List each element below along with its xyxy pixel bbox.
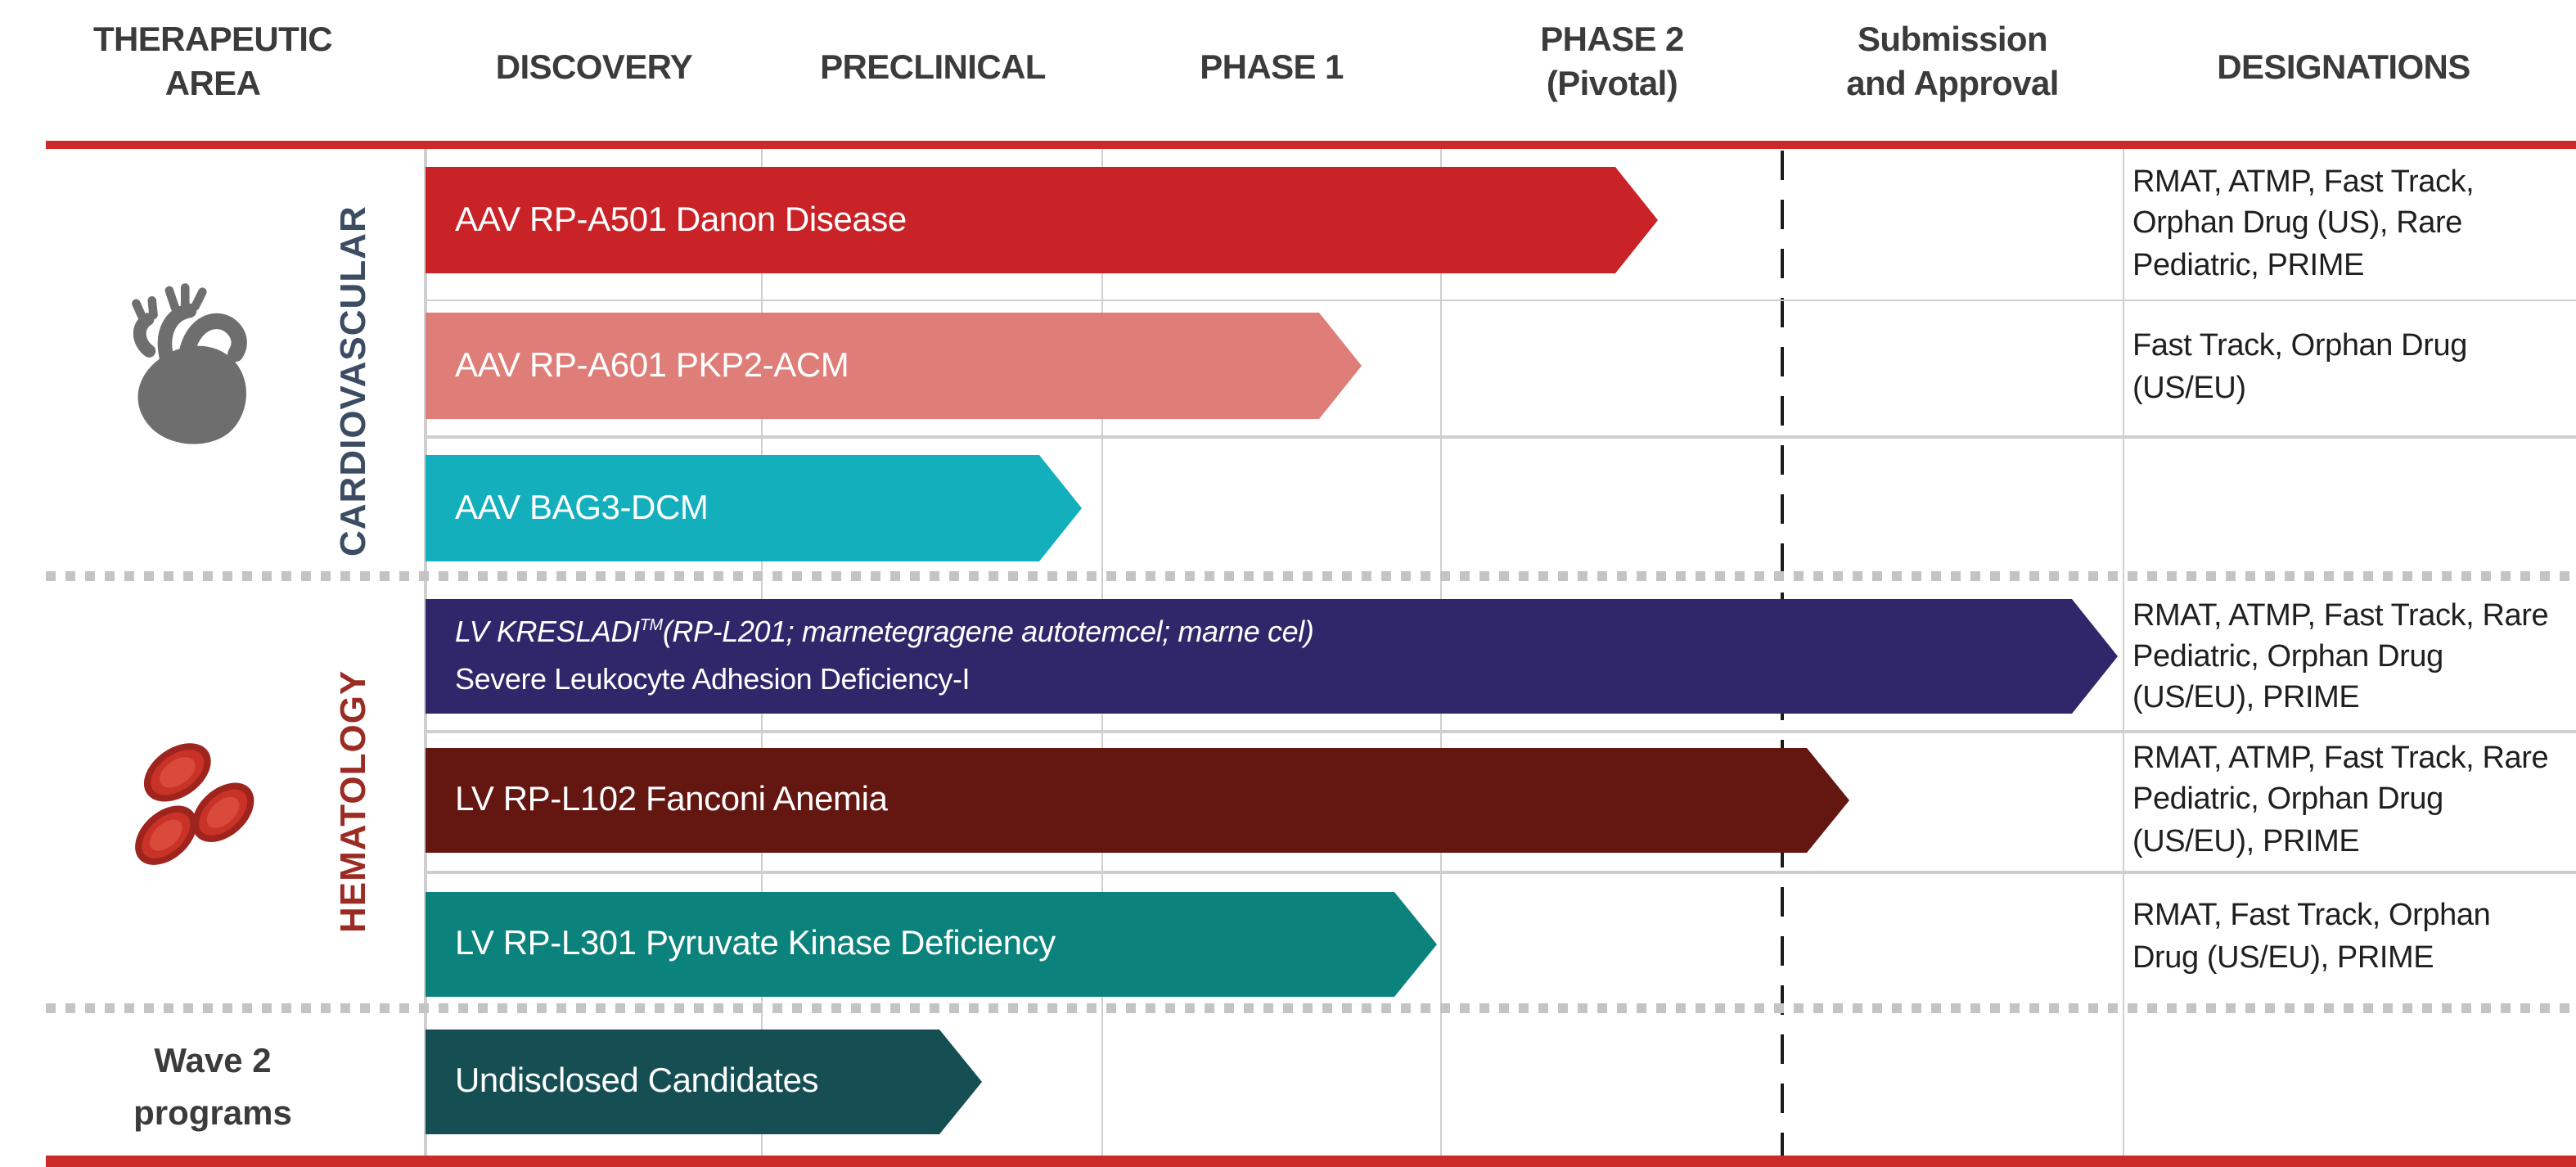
program-bar-pkp2-acm: AAV RP-A601 PKP2-ACM (426, 313, 1362, 419)
row-separator-line (424, 871, 2576, 873)
program-bar-label-line2: Severe Leukocyte Adhesion Deficiency-I (455, 663, 971, 696)
column-header-therapeutic-area: THERAPEUTIC AREA (92, 21, 333, 103)
column-header-phase-2-pivotal: PHASE 2 (Pivotal) (1540, 21, 1684, 103)
trademark-superscript: TM (639, 617, 663, 636)
program-bar-undisclosed-candidates: Undisclosed Candidates (426, 1030, 982, 1134)
designations-cell: RMAT, ATMP, Fast Track, Orphan Drug (US)… (2132, 165, 2475, 283)
program-bar-label: LV KRESLADITM(RP-L201; marnetegragene au… (426, 609, 1313, 703)
program-bar-pyruvate-kinase-deficiency: LV RP-L301 Pyruvate Kinase Deficiency (426, 892, 1437, 997)
program-bar-label: LV RP-L102 Fanconi Anemia (455, 781, 888, 818)
program-bar-kresladi-lad-i: LV KRESLADITM(RP-L201; marnetegragene au… (426, 599, 2118, 714)
column-grid-line (424, 149, 426, 1156)
section-divider-dotted-line (46, 571, 2576, 581)
column-header-designations: DESIGNATIONS (2217, 49, 2470, 87)
column-header-phase-1: PHASE 1 (1200, 49, 1344, 87)
column-header-submission-approval: Submission and Approval (1846, 21, 2059, 103)
section-label-cardiovascular: CARDIOVASCULAR (332, 205, 373, 557)
program-bar-fanconi-anemia: LV RP-L102 Fanconi Anemia (426, 748, 1849, 853)
red-blood-cells-icon (135, 743, 254, 865)
section-label-wave-2-programs: Wave 2 programs (133, 1043, 292, 1132)
column-header-discovery: DISCOVERY (495, 49, 693, 87)
anatomical-heart-icon (132, 283, 247, 444)
column-header-preclinical: PRECLINICAL (820, 49, 1046, 87)
program-bar-bag3-dcm: AAV BAG3-DCM (426, 455, 1082, 561)
header-top-rule (46, 141, 2576, 149)
row-separator-line (424, 730, 2576, 732)
designations-cell: RMAT, Fast Track, Orphan Drug (US/EU), P… (2132, 899, 2491, 975)
program-bar-danon-disease: AAV RP-A501 Danon Disease (426, 167, 1658, 273)
designations-cell: RMAT, ATMP, Fast Track, Rare Pediatric, … (2132, 598, 2549, 716)
table-bottom-rule (46, 1156, 2576, 1167)
section-label-hematology: HEMATOLOGY (332, 670, 373, 934)
row-separator-line (424, 299, 2576, 301)
program-bar-label-line1: LV KRESLADITM(RP-L201; marnetegragene au… (455, 615, 1314, 649)
section-divider-dotted-line (46, 1003, 2576, 1013)
column-grid-line (2122, 149, 2124, 1156)
row-separator-line (424, 435, 2576, 438)
program-bar-label: AAV BAG3-DCM (455, 489, 709, 526)
program-bar-label: Undisclosed Candidates (455, 1062, 819, 1100)
designations-cell: RMAT, ATMP, Fast Track, Rare Pediatric, … (2132, 741, 2549, 859)
designations-cell: Fast Track, Orphan Drug (US/EU) (2132, 329, 2467, 405)
program-bar-label: LV RP-L301 Pyruvate Kinase Deficiency (455, 925, 1056, 962)
program-bar-label: AAV RP-A501 Danon Disease (455, 201, 907, 238)
program-bar-label: AAV RP-A601 PKP2-ACM (455, 346, 849, 384)
